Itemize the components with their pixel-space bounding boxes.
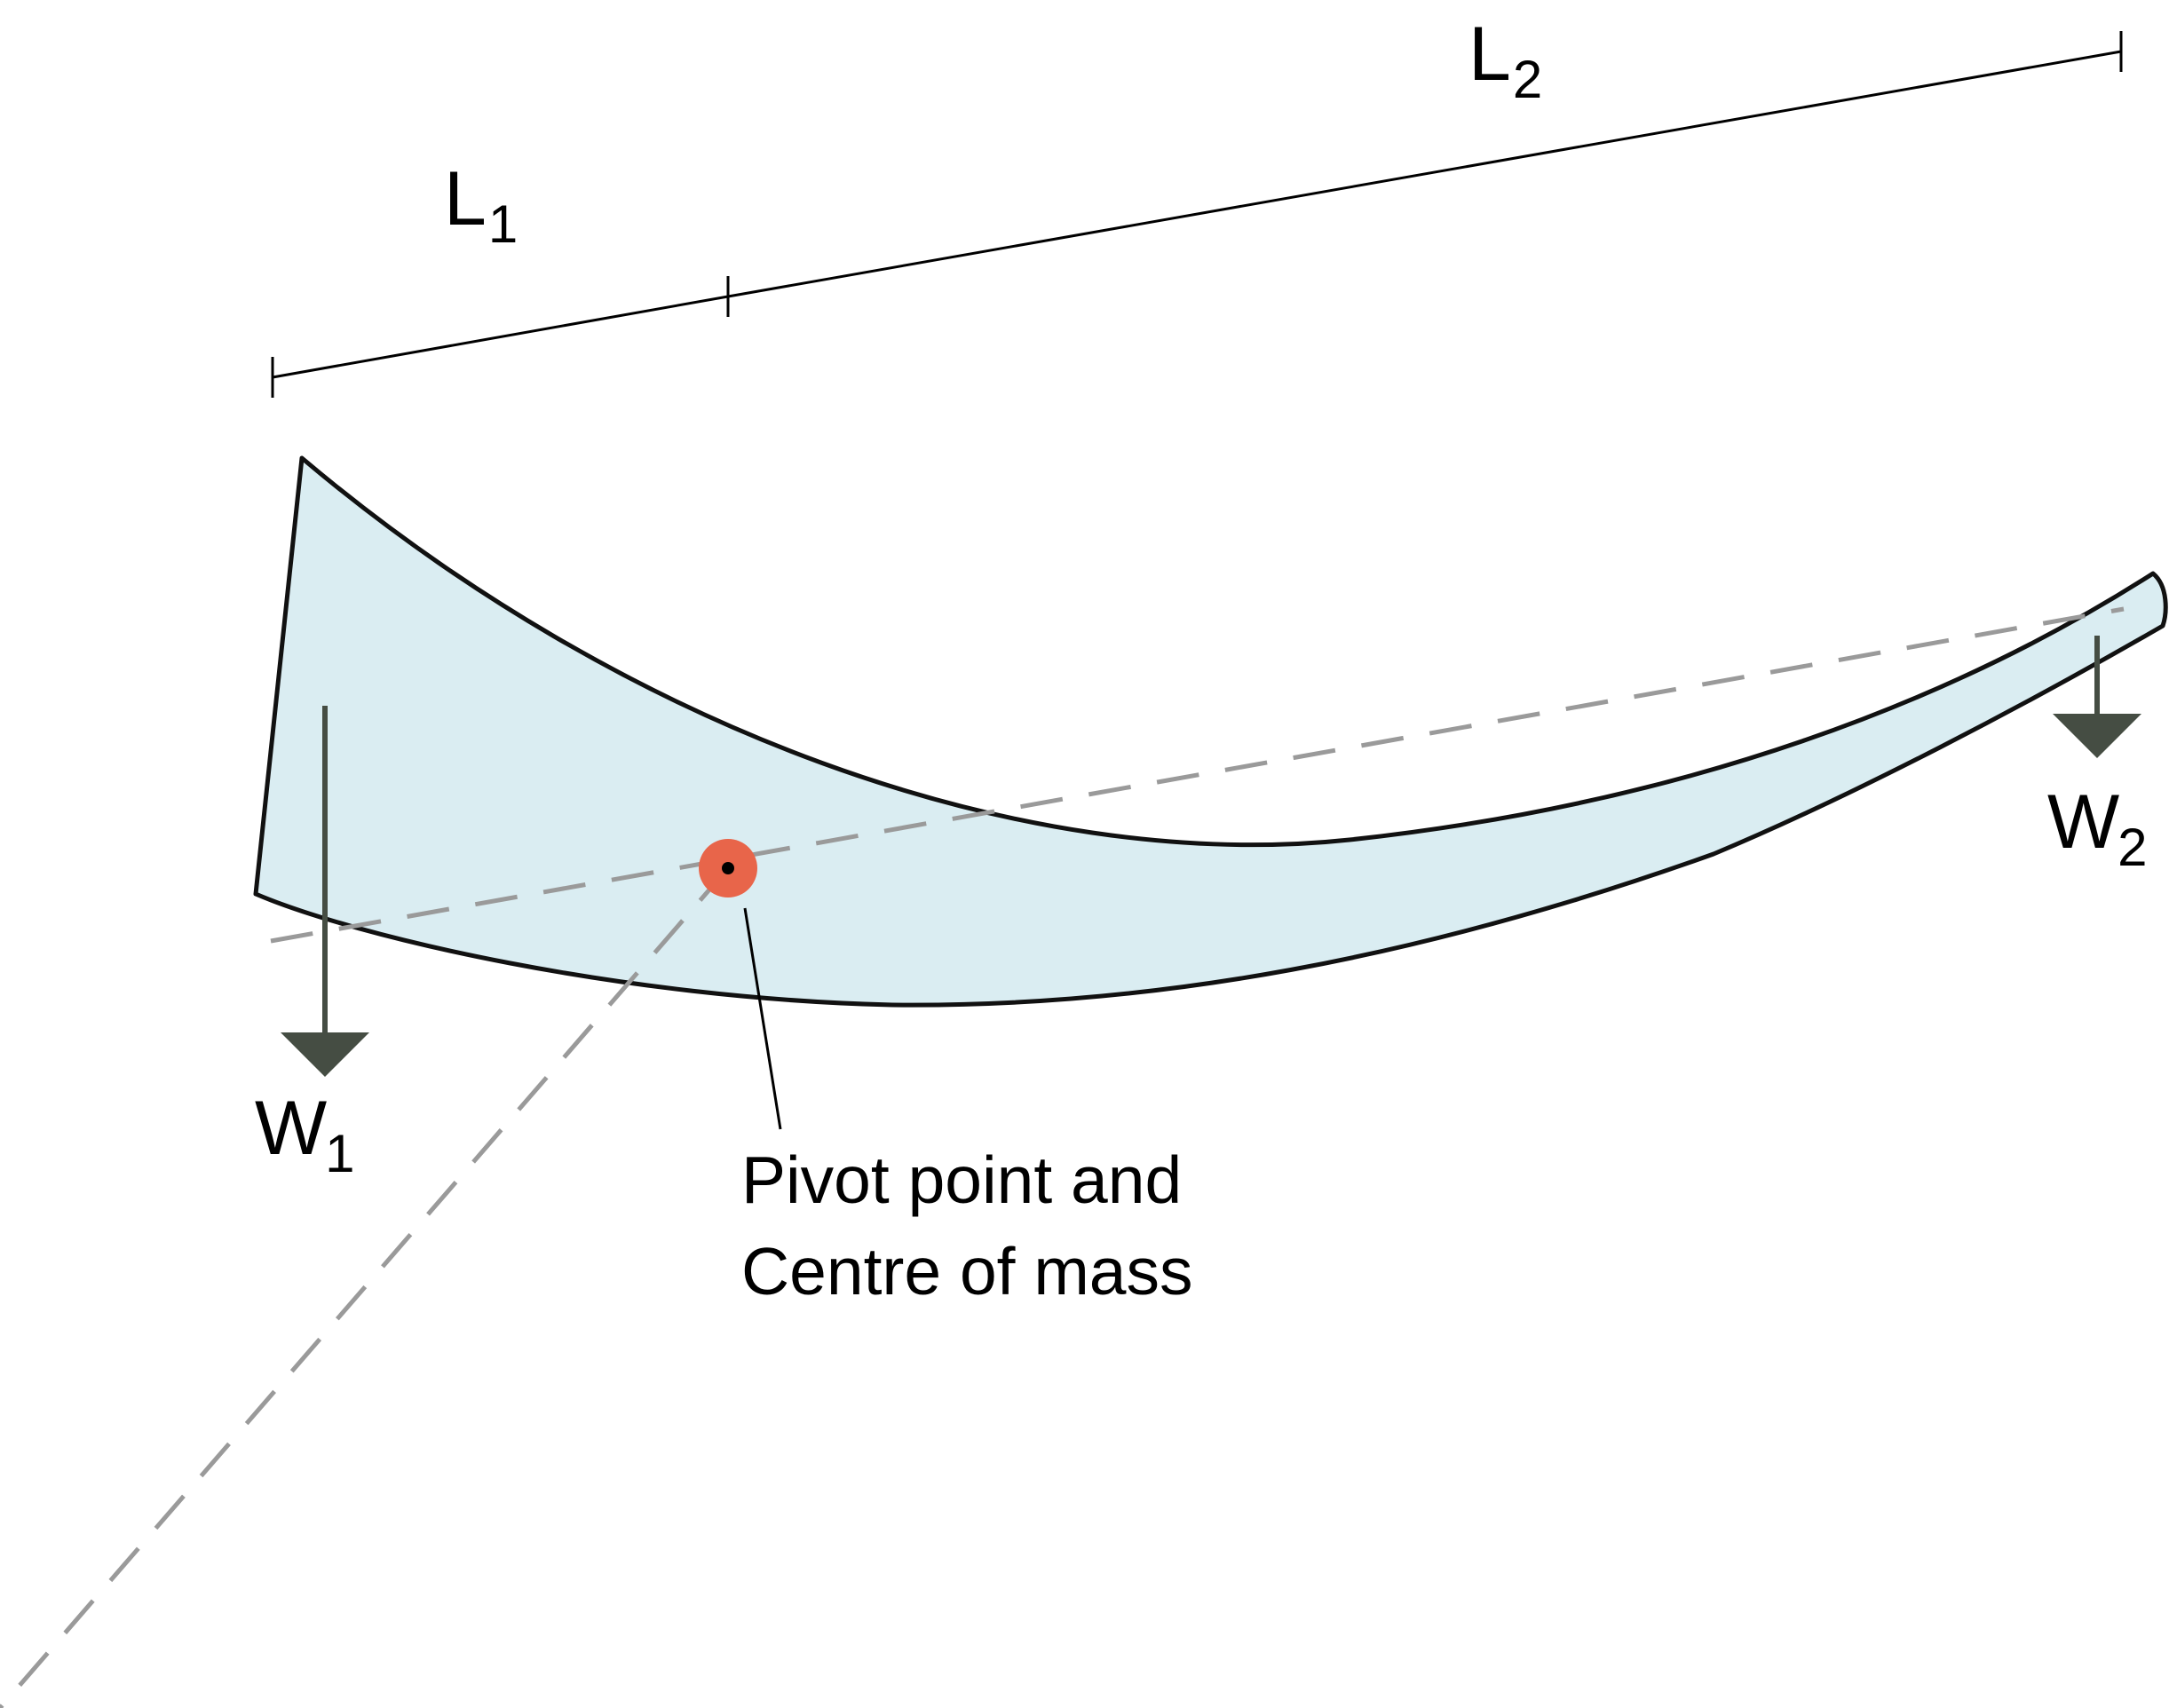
dimension-lines — [271, 31, 2123, 398]
pivot-marker — [699, 839, 757, 897]
label-l2: L2 — [1468, 12, 1542, 109]
pivot-caption-line2: Centre of mass — [741, 1234, 1193, 1309]
dimension-line-l2 — [727, 50, 2122, 298]
label-w2: W2 — [2047, 779, 2148, 877]
weight-arrow-w1 — [281, 706, 369, 1077]
dashed-balance-line — [270, 606, 2125, 944]
blade-shape — [253, 455, 2168, 1008]
label-w1: W1 — [255, 1086, 355, 1183]
pivot-caption-line1: Pivot point and — [741, 1143, 1182, 1217]
pivot-leader-line — [743, 907, 782, 1130]
weight-arrow-w2 — [2053, 636, 2141, 758]
pivot-center-dot — [722, 862, 734, 874]
dimension-line-l1 — [272, 295, 729, 379]
label-l1: L1 — [444, 156, 518, 254]
dashed-diagonal-line — [0, 866, 730, 1708]
